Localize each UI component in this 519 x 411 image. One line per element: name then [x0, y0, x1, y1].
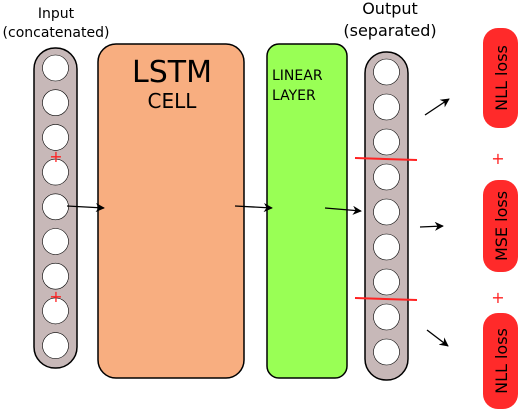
loss-plus-2: + [491, 288, 504, 307]
input-cell [42, 54, 69, 82]
input-cell [42, 297, 69, 325]
output-label-line2: (separated) [343, 21, 436, 40]
input-label-line2: (concatenated) [3, 25, 110, 41]
input-cell [42, 193, 69, 221]
input-label-line1: Input [38, 6, 75, 22]
output-column [364, 51, 409, 381]
arrow-output-to-loss-middle [419, 221, 444, 231]
output-separator-2 [354, 297, 418, 301]
arrow-input-to-lstm [66, 203, 105, 213]
output-cell [373, 58, 400, 86]
loss-top-label: NLL loss [492, 45, 511, 111]
input-plus-1: + [49, 147, 62, 166]
input-cell [42, 332, 69, 359]
output-label-line1: Output [362, 0, 418, 18]
arrow-output-to-loss-top [424, 98, 450, 116]
arrow-output-to-loss-bottom [426, 329, 449, 347]
input-cell [42, 89, 69, 116]
loss-bottom-label: NLL loss [492, 328, 511, 394]
linear-layer-line2: LAYER [272, 88, 316, 104]
loss-middle-pill [483, 180, 518, 272]
input-cells [42, 54, 69, 359]
linear-layer-line1: LINEAR [272, 68, 323, 84]
output-separator-1 [354, 157, 418, 161]
lstm-subtitle: CELL [148, 89, 198, 113]
arrow-lstm-to-linear [234, 203, 273, 213]
lstm-title: LSTM [132, 55, 212, 90]
output-cell [373, 338, 400, 366]
input-column [33, 47, 78, 369]
loss-middle-label: MSE loss [492, 191, 511, 261]
output-cell [373, 303, 400, 331]
output-cell [373, 268, 400, 296]
loss-bottom-pill [483, 313, 518, 409]
output-cell [373, 128, 400, 156]
arrow-linear-to-output [324, 205, 362, 215]
input-cell [42, 228, 69, 255]
input-cell [42, 158, 69, 186]
input-plus-2: + [49, 287, 62, 306]
loss-top-pill [483, 28, 518, 128]
output-cell [373, 198, 400, 226]
output-cell [373, 93, 400, 121]
output-cell [373, 163, 400, 191]
input-cell [42, 124, 69, 151]
output-cells [373, 58, 400, 366]
output-cell [373, 233, 400, 261]
loss-plus-1: + [491, 149, 504, 168]
input-cell [42, 262, 69, 290]
